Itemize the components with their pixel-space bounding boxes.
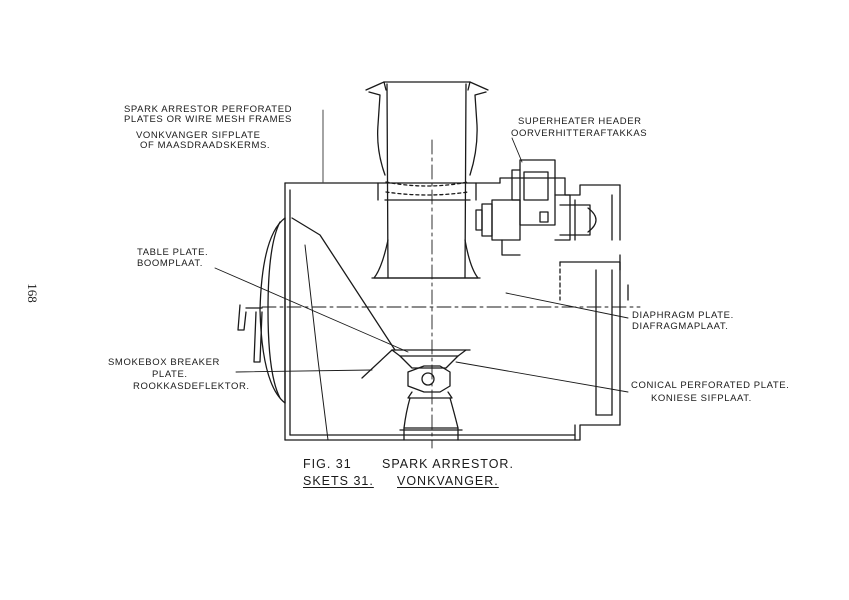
chimney <box>365 81 489 279</box>
label-breaker-1: SMOKEBOX BREAKER <box>108 357 221 368</box>
label-conical-en: CONICAL PERFORATED PLATE. <box>631 380 790 391</box>
smokebox-shell <box>284 177 629 441</box>
table-plate <box>291 217 396 351</box>
label-spark-arrestor-en-2: PLATES OR WIRE MESH FRAMES <box>124 114 292 125</box>
caption-fig-number: FIG. 31 <box>303 457 352 471</box>
label-diaphragm-en: DIAPHRAGM PLATE. <box>632 310 734 321</box>
label-conical-af: KONIESE SIFPLAAT. <box>651 393 752 404</box>
smokebox-door <box>237 217 286 404</box>
superheater-header <box>475 159 597 256</box>
label-spark-arrestor-af-1: VONKVANGER SIFPLATE <box>136 130 261 141</box>
leader-lines <box>214 137 629 393</box>
label-spark-arrestor-en-1: SPARK ARRESTOR PERFORATED <box>124 104 293 115</box>
label-table-plate-en: TABLE PLATE. <box>137 247 209 258</box>
conical-plate-assembly <box>391 349 471 441</box>
label-table-plate-af: BOOMPLAAT. <box>137 258 204 269</box>
label-spark-arrestor-af-2: OF MAASDRAADSKERMS. <box>140 140 271 151</box>
label-superheater-af: OORVERHITTERAFTAKKAS <box>511 128 648 139</box>
breaker-plate <box>361 349 393 379</box>
label-superheater-en: SUPERHEATER HEADER <box>518 116 642 127</box>
caption-sketch-title: VONKVANGER. <box>397 474 499 488</box>
caption-fig-title: SPARK ARRESTOR. <box>382 457 514 471</box>
label-breaker-3: ROOKKASDEFLEKTOR. <box>133 381 250 392</box>
caption-sketch-number: SKETS 31. <box>303 474 374 488</box>
label-diaphragm-af: DIAFRAGMAPLAAT. <box>632 321 729 332</box>
label-breaker-2: PLATE. <box>152 369 188 380</box>
